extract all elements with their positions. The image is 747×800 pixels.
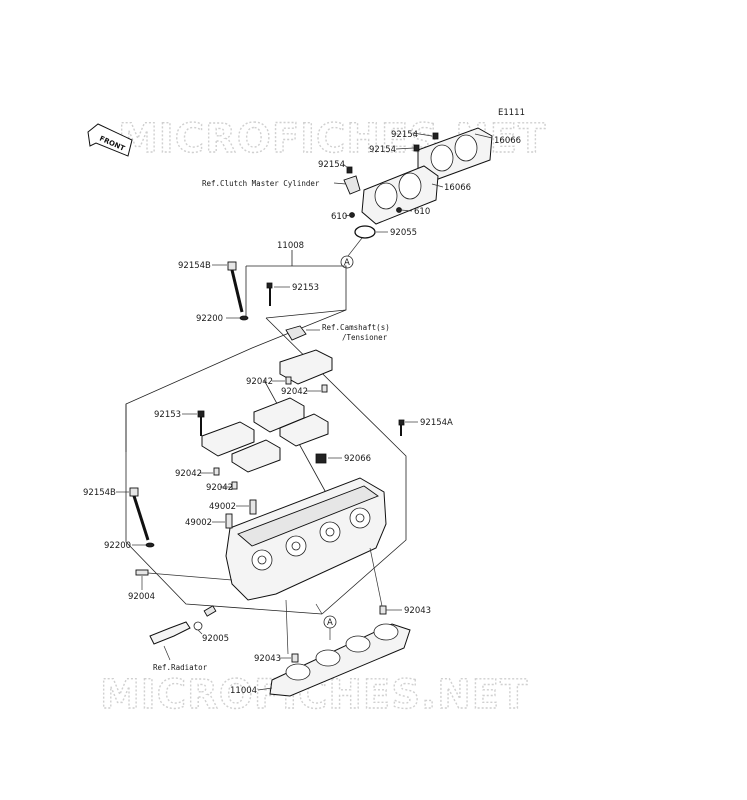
label-92043-right: 92043	[404, 606, 431, 616]
bolt-92154A	[398, 419, 405, 436]
label-92042-b: 92042	[281, 387, 308, 397]
label-92154-left: 92154	[318, 160, 345, 170]
bolt-92153-top	[266, 282, 273, 306]
label-92004: 92004	[128, 592, 155, 602]
camshaft-tensioner-part	[285, 325, 307, 341]
cam-cap-5	[231, 439, 281, 473]
label-92154-top: 92154	[391, 130, 418, 140]
label-92043-low: 92043	[254, 654, 281, 664]
fitting-92005	[193, 605, 217, 631]
label-16066-top: 16066	[494, 136, 521, 146]
bolt-92153-mid	[197, 410, 205, 436]
label-92042-d: 92042	[206, 483, 233, 493]
label-92042-c: 92042	[175, 469, 202, 479]
label-610-left: 610	[331, 212, 347, 222]
diagram-id: E1111	[498, 108, 525, 118]
dowel-92042-a	[285, 376, 292, 385]
callout-a-bottom-letter: A	[327, 618, 333, 628]
dowel-92042-b	[321, 384, 328, 393]
label-92154B-top: 92154B	[178, 261, 211, 271]
callout-a-top	[340, 255, 354, 269]
dowel-92042-c	[213, 467, 220, 476]
label-92154A: 92154A	[420, 418, 453, 428]
cylinder-head	[225, 477, 387, 601]
washer-92200-low	[145, 542, 155, 548]
label-92200-low: 92200	[104, 541, 131, 551]
label-92153-top: 92153	[292, 283, 319, 293]
label-16066-mid: 16066	[444, 183, 471, 193]
label-92042-a: 92042	[246, 377, 273, 387]
label-11008: 11008	[277, 241, 304, 251]
label-49002-b: 49002	[185, 518, 212, 528]
washer-92200-top	[239, 315, 249, 321]
cam-cap-4	[201, 421, 255, 457]
ref-camshaft: Ref.Camshaft(s)	[322, 323, 390, 332]
bolt-icon	[346, 132, 439, 174]
throttle-body-front	[361, 165, 439, 225]
clip-610-right	[396, 207, 402, 213]
dowel-92042-d	[231, 481, 238, 490]
long-bolt-92154B-low	[129, 487, 150, 541]
outer-box	[125, 309, 407, 615]
ref-tensioner: /Tensioner	[342, 333, 388, 342]
stud-92004	[135, 569, 149, 576]
callout-a-top-letter: A	[344, 258, 350, 268]
dowel-92043-low	[291, 653, 299, 663]
throttle-body-rear	[417, 127, 493, 183]
tube-49002-b	[225, 513, 233, 529]
label-92066: 92066	[344, 454, 371, 464]
label-92153-mid: 92153	[154, 410, 181, 420]
label-92200-top: 92200	[196, 314, 223, 324]
cam-cap-3	[279, 413, 329, 447]
label-92055: 92055	[390, 228, 417, 238]
clutch-bracket	[343, 175, 361, 195]
dowel-92043-right	[379, 605, 387, 615]
cam-cap-1	[279, 349, 333, 385]
label-92154B-low: 92154B	[83, 488, 116, 498]
label-92154-mid: 92154	[369, 145, 396, 155]
label-92005: 92005	[202, 634, 229, 644]
tube-49002-a	[249, 499, 257, 515]
o-ring-92055	[354, 225, 376, 239]
label-49002-a: 49002	[209, 502, 236, 512]
plug-92066	[315, 453, 327, 464]
label-11004: 11004	[230, 686, 257, 696]
label-610-right: 610	[414, 207, 430, 217]
long-bolt-92154B-top	[227, 261, 244, 313]
ref-clutch-master-cylinder: Ref.Clutch Master Cylinder	[202, 179, 320, 188]
head-gasket-11004	[269, 623, 411, 697]
radiator-hose	[149, 621, 191, 645]
ref-radiator: Ref.Radiator	[153, 663, 208, 672]
